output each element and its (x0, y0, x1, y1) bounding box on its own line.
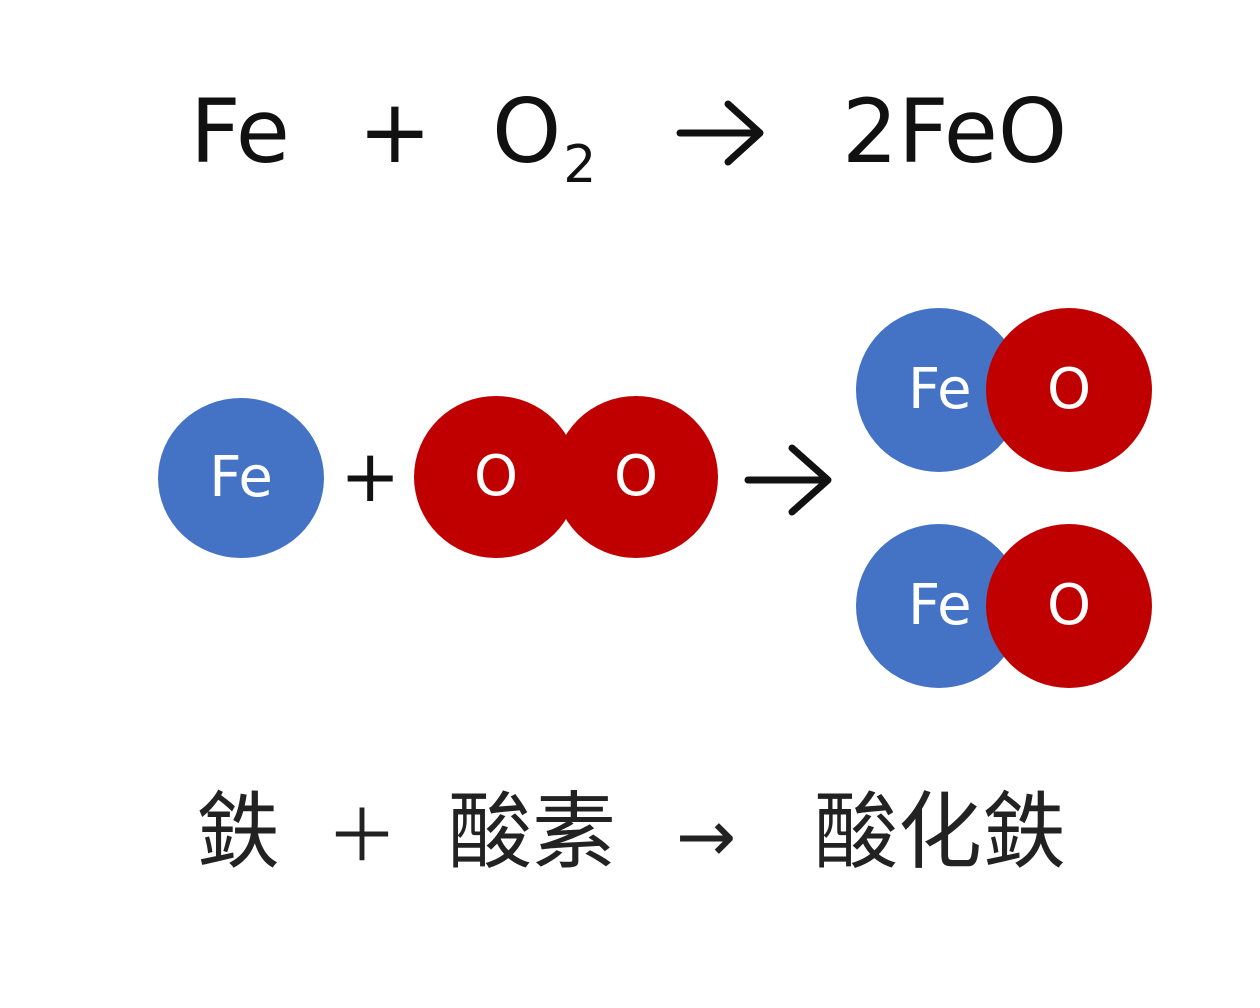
oxygen-atom-1: O (414, 396, 578, 558)
model-arrow-icon (744, 444, 832, 516)
reactant-fe-label: Fe (209, 445, 273, 510)
oxygen-atom-2: O (554, 396, 718, 558)
product-2-fe-label: Fe (908, 573, 972, 638)
product-2-o-label: O (1046, 573, 1092, 638)
equation-product: 2FeO (842, 80, 1068, 183)
oxygen-label-1: O (473, 444, 519, 509)
equation-arrow-icon (676, 100, 764, 166)
word-arrow: → (676, 794, 737, 878)
word-reactant-oxygen: 酸素 (448, 783, 617, 881)
word-plus: ＋ (326, 794, 399, 878)
reactant-fe-atom: Fe (158, 398, 324, 558)
word-product-iron-oxide: 酸化鉄 (814, 783, 1067, 881)
word-reactant-iron: 鉄 (196, 783, 281, 881)
product-1-o-atom: O (986, 308, 1152, 472)
equation-o-subscript: 2 (563, 135, 597, 195)
equation-reactant-o2: O2 (492, 88, 596, 192)
oxygen-label-2: O (613, 444, 659, 509)
product-1-fe-label: Fe (908, 357, 972, 422)
product-1-o-label: O (1046, 357, 1092, 422)
model-plus: + (340, 434, 401, 518)
product-2-o-atom: O (986, 524, 1152, 688)
equation-o-symbol: O (492, 80, 562, 183)
equation-reactant-fe: Fe (190, 80, 290, 183)
equation-plus: + (358, 80, 432, 183)
product-2-fe-atom: Fe (856, 524, 1022, 688)
